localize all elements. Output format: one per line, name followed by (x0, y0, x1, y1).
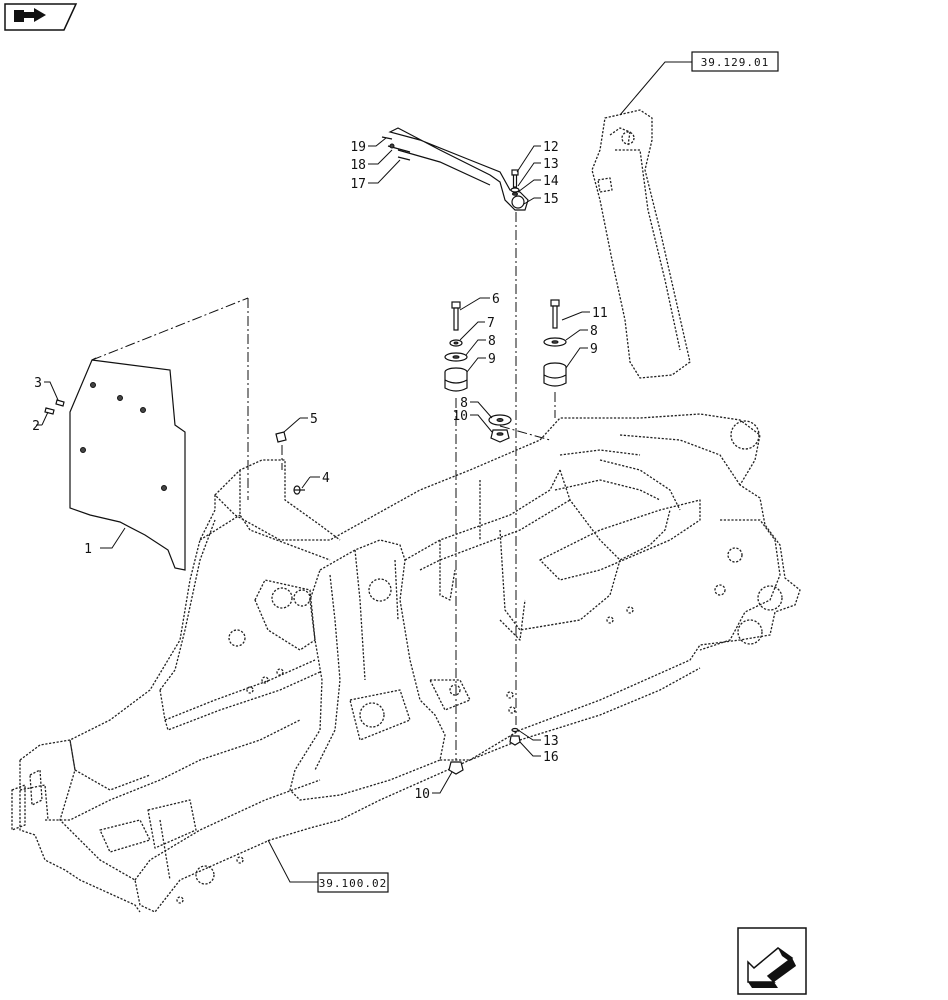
stay-hardware (510, 169, 520, 196)
callout-14[interactable]: 14 (543, 174, 559, 189)
boom-arm (591, 109, 691, 379)
ref-label-top-right: 39.129.01 (701, 56, 770, 69)
callout-10b[interactable]: 10 (414, 787, 430, 802)
callout-10a[interactable]: 10 (452, 409, 468, 424)
mount-hardware-right (543, 299, 567, 387)
ref-box-top-right[interactable]: 39.129.01 (691, 51, 779, 72)
callout-13a[interactable]: 13 (543, 157, 559, 172)
callout-9a[interactable]: 9 (488, 352, 496, 367)
callout-15[interactable]: 15 (543, 192, 559, 207)
center-lines (91, 212, 556, 760)
callout-12[interactable]: 12 (543, 140, 559, 155)
callout-4[interactable]: 4 (322, 471, 330, 486)
catalog-book-icon[interactable] (4, 3, 78, 31)
cover-panel (69, 357, 186, 571)
callout-13b[interactable]: 13 (543, 734, 559, 749)
callout-8c[interactable]: 8 (590, 324, 598, 339)
callout-9b[interactable]: 9 (590, 342, 598, 357)
callout-19[interactable]: 19 (350, 140, 366, 155)
callout-5[interactable]: 5 (310, 412, 318, 427)
callout-17[interactable]: 17 (350, 177, 366, 192)
callout-1[interactable]: 1 (84, 542, 92, 557)
callout-16[interactable]: 16 (543, 750, 559, 765)
callout-6[interactable]: 6 (492, 292, 500, 307)
callout-8b[interactable]: 8 (460, 396, 468, 411)
callout-labels: 1 2 3 4 5 6 7 8 9 8 10 11 8 9 12 13 14 1… (32, 140, 607, 802)
navigate-arrow-icon[interactable] (737, 927, 807, 995)
callout-7[interactable]: 7 (487, 316, 495, 331)
stay-bar (381, 127, 529, 211)
main-frame (11, 413, 801, 913)
callout-3[interactable]: 3 (34, 376, 42, 391)
ref-box-bottom[interactable]: 39.100.02 (317, 872, 389, 893)
callout-8a[interactable]: 8 (488, 334, 496, 349)
mount-hardware-left (444, 301, 512, 443)
lower-hardware (448, 727, 521, 775)
ref-label-bottom: 39.100.02 (319, 877, 388, 890)
callout-18[interactable]: 18 (350, 158, 366, 173)
callout-2[interactable]: 2 (32, 419, 40, 434)
clip-parts (44, 399, 305, 495)
leader-lines (36, 61, 692, 883)
callout-11[interactable]: 11 (592, 306, 608, 321)
